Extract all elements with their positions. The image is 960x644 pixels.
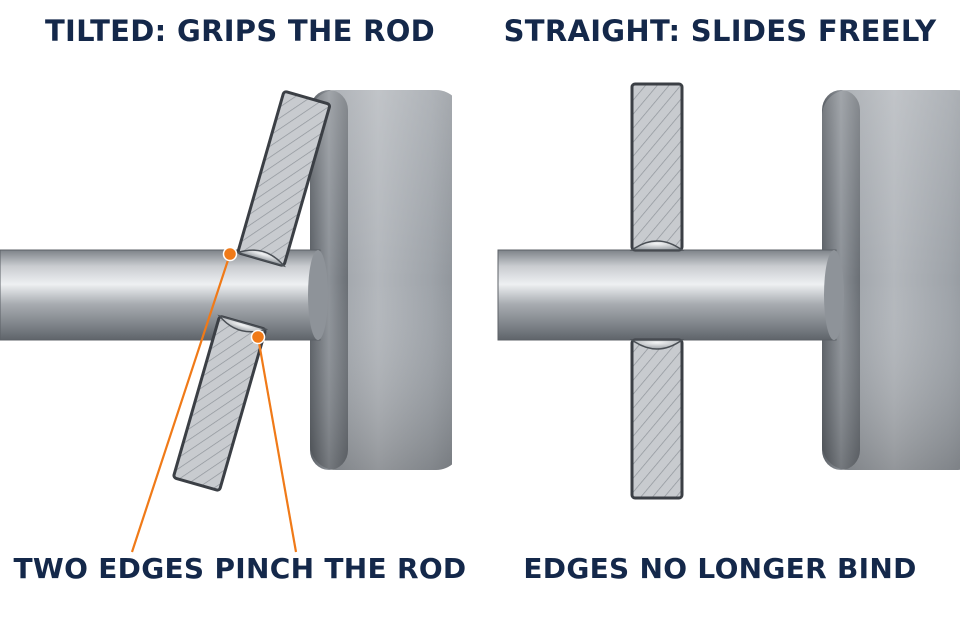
left-callouts (130, 246, 298, 553)
left-panel-title: TILTED: GRIPS THE ROD (44, 14, 436, 48)
callout-line-upper (130, 253, 232, 553)
right-straight-plate (629, 82, 685, 500)
pinch-point-lower (250, 329, 266, 345)
left-panel-caption: TWO EDGES PINCH THE ROD (13, 552, 467, 585)
left-panel (0, 90, 462, 553)
left-tilted-plate (172, 90, 331, 492)
right-block (822, 90, 960, 470)
right-panel-title: STRAIGHT: SLIDES FREELY (503, 14, 937, 48)
right-panel (497, 82, 960, 500)
left-rod (0, 249, 328, 341)
right-panel-caption: EDGES NO LONGER BIND (523, 552, 917, 585)
right-rod (497, 249, 844, 341)
pinch-point-upper (222, 246, 238, 262)
callout-line-lower (256, 336, 298, 553)
left-block (310, 90, 462, 470)
